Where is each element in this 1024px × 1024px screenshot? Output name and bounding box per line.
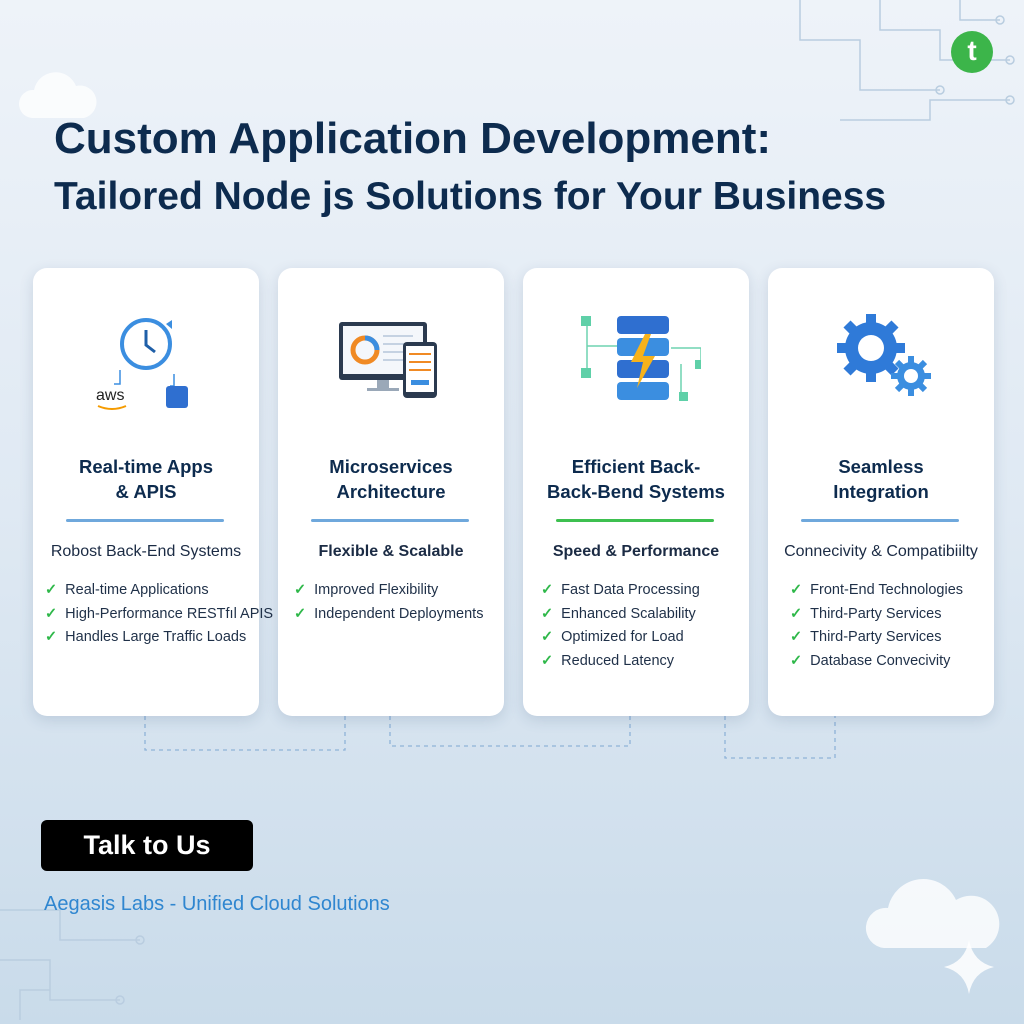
- check-icon: ✓: [294, 582, 307, 598]
- list-item: ✓ Front-End Technologies: [790, 582, 963, 606]
- feature-list: ✓ Fast Data Processing ✓ Enhanced Scalabil…: [541, 582, 700, 676]
- card-subtitle: Speed & Performance: [552, 543, 720, 560]
- card-title-line: Efficient Back-: [571, 456, 701, 477]
- item-text: High-Performance RESTfıl APIS: [65, 605, 274, 622]
- card-title: Real-time Apps & APIS: [33, 454, 259, 504]
- talk-to-us-button[interactable]: Talk to Us: [41, 820, 253, 871]
- footer-tagline: Aegasis Labs - Unified Cloud Solutions: [44, 893, 390, 915]
- title-line-2: Tailored Node js Solutions for Your Busi…: [54, 175, 887, 218]
- divider: [66, 519, 224, 522]
- card-title-line: Architecture: [336, 481, 446, 502]
- card-title: Efficient Back- Back-Bend Systems: [523, 454, 749, 504]
- item-text: Improved Flexibility: [314, 582, 439, 598]
- list-item: ✓ Third-Party Services: [790, 629, 963, 653]
- list-item: ✓ Database Convecivity: [790, 653, 963, 677]
- divider: [801, 519, 959, 522]
- check-icon: ✓: [541, 605, 554, 622]
- card-subtitle: Robost Back-End Systems: [50, 543, 242, 560]
- item-text: Database Convecivity: [810, 652, 951, 669]
- check-icon: ✓: [790, 652, 803, 669]
- divider: [311, 519, 469, 522]
- clock-cloud-icon: aws: [33, 308, 259, 418]
- item-text: Handles Large Traffic Loads: [65, 629, 247, 645]
- list-item: ✓ Optimized for Load: [541, 629, 700, 653]
- gears-icon: [768, 308, 994, 418]
- list-item: ✓ Independent Deployments: [294, 606, 483, 630]
- item-text: Third-Party Services: [810, 605, 942, 622]
- card-subtitle: Connecivity & Compatibiilty: [784, 543, 978, 560]
- page-title: Custom Application Development: Tailored…: [54, 110, 886, 226]
- item-text: Reduced Latency: [561, 652, 675, 669]
- card-subtitle: Flexible & Scalable: [318, 543, 464, 560]
- card-title-line: Integration: [833, 481, 929, 502]
- check-icon: ✓: [790, 629, 803, 645]
- check-icon: ✓: [541, 582, 554, 598]
- feature-list: ✓ Real-time Applications ✓ High-Performanc…: [45, 582, 273, 653]
- cloud-icon: [865, 879, 1000, 948]
- card-title-line: Back-Bend Systems: [547, 481, 725, 502]
- list-item: ✓ High-Performance RESTfıl APIS: [45, 606, 273, 630]
- card-title-line: Microservices: [329, 456, 453, 477]
- list-item: ✓ Reduced Latency: [541, 653, 700, 677]
- connector-lines: [144, 716, 836, 759]
- check-icon: ✓: [294, 605, 307, 622]
- list-item: ✓ Handles Large Traffic Loads: [45, 629, 273, 653]
- card-title-line: Real-time Apps: [79, 456, 213, 477]
- divider: [556, 519, 714, 522]
- brand-logo: t: [951, 31, 993, 73]
- aws-label: aws: [96, 387, 124, 404]
- list-item: ✓ Third-Party Services: [790, 606, 963, 630]
- sparkle-icon: [944, 940, 994, 994]
- check-icon: ✓: [790, 582, 803, 598]
- check-icon: ✓: [790, 605, 803, 622]
- list-item: ✓ Improved Flexibility: [294, 582, 483, 606]
- item-text: Real-time Applications: [65, 582, 209, 598]
- list-item: ✓ Real-time Applications: [45, 582, 273, 606]
- check-icon: ✓: [45, 605, 58, 622]
- feature-list: ✓ Front-End Technologies ✓ Third-Party Ser…: [790, 582, 963, 676]
- check-icon: ✓: [541, 652, 554, 669]
- check-icon: ✓: [45, 582, 58, 598]
- devices-icon: [278, 308, 504, 418]
- server-bolt-icon: [523, 308, 749, 418]
- item-text: Front-End Technologies: [810, 582, 964, 598]
- card-title-line: Seamless: [838, 456, 924, 477]
- list-item: ✓ Fast Data Processing: [541, 582, 700, 606]
- list-item: ✓ Enhanced Scalability: [541, 606, 700, 630]
- item-text: Optimized for Load: [561, 629, 684, 645]
- title-line-1: Custom Application Development:: [54, 114, 772, 163]
- check-icon: ✓: [45, 629, 58, 645]
- item-text: Third-Party Services: [810, 629, 942, 645]
- feature-list: ✓ Improved Flexibility ✓ Independent Deplo…: [294, 582, 483, 629]
- item-text: Fast Data Processing: [561, 582, 700, 598]
- item-text: Independent Deployments: [314, 605, 484, 622]
- feature-card-backend: Efficient Back- Back-Bend Systems Speed &…: [523, 268, 749, 716]
- check-icon: ✓: [541, 629, 554, 645]
- feature-card-realtime: aws Real-time Apps & APIS Robost Back-End…: [33, 268, 273, 716]
- item-text: Enhanced Scalability: [561, 605, 696, 622]
- card-title-line: & APIS: [115, 481, 177, 502]
